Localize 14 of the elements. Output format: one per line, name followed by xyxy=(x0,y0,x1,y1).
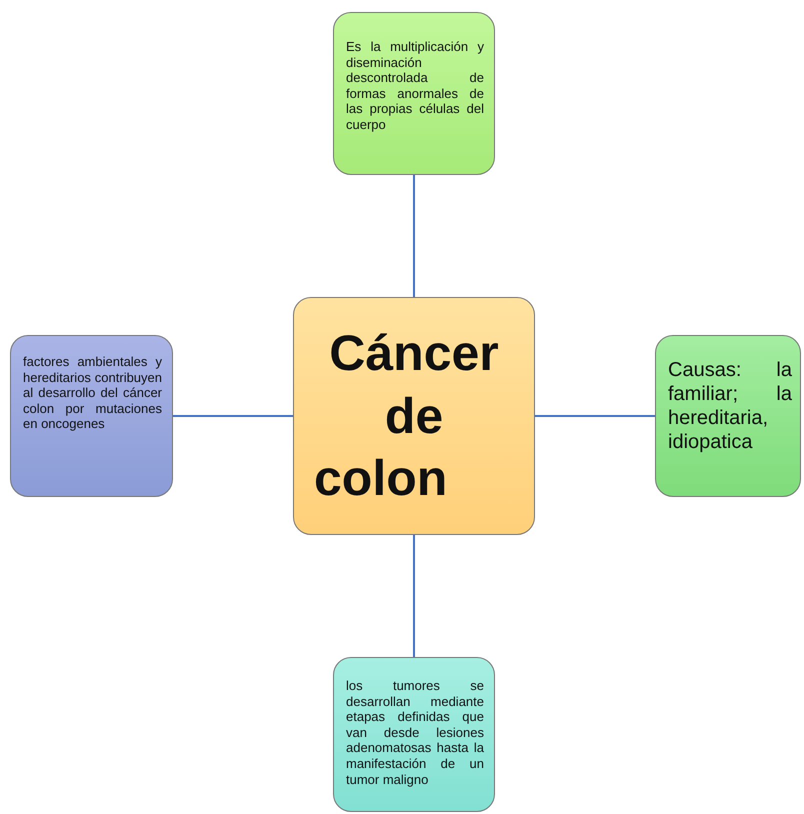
info-box xyxy=(10,335,173,497)
description-text: factores ambientales y hereditarios contribuyen al desarrollo del cáncer colon por mutaciones en oncogenes xyxy=(23,354,162,432)
connector-line xyxy=(413,535,415,657)
connector-line xyxy=(413,175,415,297)
description-text: Es la multiplicación y diseminación descontrolada de formas anormales de las propias células del cuerpo xyxy=(346,39,484,133)
info-box xyxy=(655,335,801,497)
info-box xyxy=(333,657,495,812)
central-topic-box xyxy=(293,297,535,535)
connector-line xyxy=(535,415,655,417)
info-box xyxy=(333,12,495,175)
description-text: los tumores se desarrollan mediante etapas definidas que van desde lesiones adenomatosas hasta la manifestación de un tumor maligno xyxy=(346,678,484,788)
description-text: Causas: la familiar; la hereditaria, idiopatica xyxy=(668,358,792,454)
topic-title: Cáncer de colon xyxy=(314,324,500,508)
connector-line xyxy=(173,415,293,417)
